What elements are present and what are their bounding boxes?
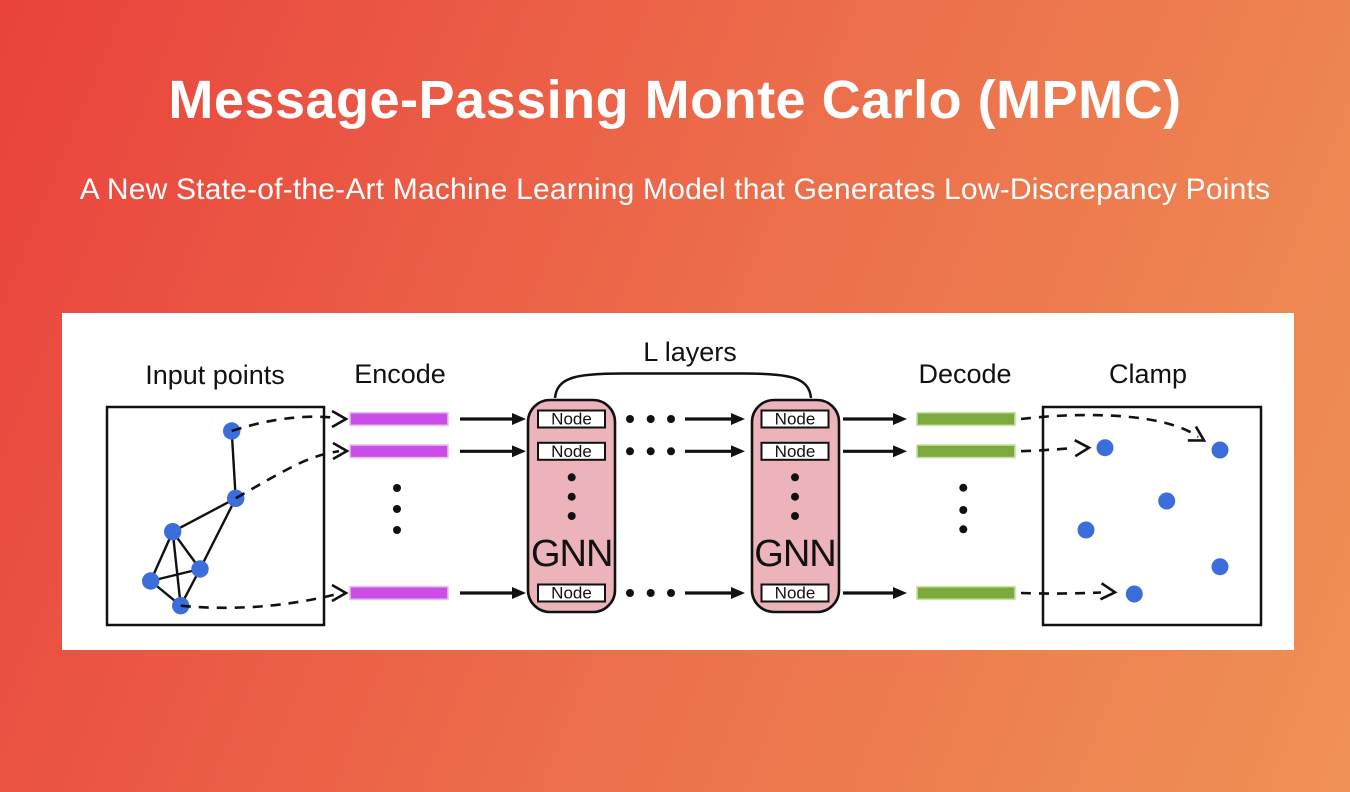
arrowhead-chevron: [1187, 425, 1207, 442]
dashed-arrow: [180, 592, 340, 610]
dashed-arrow: [1020, 591, 1102, 595]
input-to-encode-dashed-arrows: [180, 409, 350, 610]
ellipsis-dot: [959, 483, 968, 492]
dashed-arrow: [231, 415, 339, 433]
graph-point: [191, 560, 209, 578]
label-input-points: Input points: [145, 360, 285, 390]
ellipsis-dot: [959, 506, 968, 514]
gnn-to-decode-arrows: [843, 413, 907, 599]
ellipsis-dot: [393, 484, 401, 492]
gnn-label: GNN: [531, 533, 612, 575]
graph-edge: [171, 531, 182, 606]
label-clamp: Clamp: [1109, 359, 1187, 389]
ellipsis-dot: [646, 589, 655, 597]
ellipsis-dot: [567, 473, 576, 482]
gnn-box: [526, 398, 617, 614]
node-box: [537, 409, 606, 429]
graph-edge: [198, 497, 237, 570]
decode-to-clamp-dashed-arrows: [1020, 413, 1207, 601]
label-l-layers: L layers: [643, 337, 737, 367]
arrowhead-chevron: [331, 409, 349, 429]
graph-point: [164, 523, 182, 541]
ellipsis-dot: [626, 589, 634, 597]
encode-bar: [349, 585, 449, 601]
l-layers-brace: [553, 372, 813, 399]
encode-to-gnn-arrows: [460, 413, 526, 599]
clamp-points: [1077, 439, 1229, 603]
ellipsis-dot: [393, 526, 401, 534]
node-box: [537, 441, 606, 461]
mpmc-flow-diagram: Input points Encode L layers Decode Clam…: [105, 337, 1263, 627]
ellipsis-dot: [393, 505, 401, 513]
node-label: Node: [551, 584, 592, 603]
gnn-box: [750, 398, 841, 614]
page-subtitle: A New State-of-the-Art Machine Learning …: [79, 172, 1271, 206]
ellipsis-dot: [646, 415, 655, 423]
clamp-point: [1211, 441, 1229, 459]
decode-bar: [916, 444, 1016, 459]
page-title: Message-Passing Monte Carlo (MPMC): [168, 70, 1182, 130]
encode-bar: [349, 444, 449, 459]
arrowhead-chevron: [1074, 439, 1092, 458]
graph-point: [142, 572, 160, 590]
input-graph-edges: [149, 430, 237, 607]
ellipsis-dot: [626, 415, 634, 423]
label-encode: Encode: [354, 359, 446, 389]
clamp-point: [1125, 585, 1143, 603]
node-label: Node: [551, 442, 592, 461]
node-label: Node: [775, 584, 816, 603]
dashed-arrow: [1020, 446, 1076, 453]
column-labels: Input points Encode L layers Decode Clam…: [145, 337, 1187, 390]
gnn-block-1: Node Node Node GNN: [526, 398, 617, 614]
clamp-box: [1041, 405, 1263, 627]
clamp-point: [1077, 521, 1095, 539]
graph-edge: [230, 430, 237, 499]
ellipsis-dot: [667, 447, 675, 456]
graph-edge: [172, 497, 237, 533]
ellipsis-dot: [959, 525, 968, 534]
clamp-point: [1211, 558, 1229, 576]
decode-bar: [916, 585, 1016, 601]
node-label: Node: [775, 410, 816, 429]
dashed-arrow: [235, 449, 340, 500]
ellipsis-dot: [791, 512, 799, 520]
ellipsis-dot: [667, 415, 675, 423]
clamp-point: [1096, 439, 1114, 457]
graph-edge: [149, 531, 174, 582]
input-graph-points: [142, 422, 245, 615]
node-label: Node: [551, 410, 592, 429]
arrowhead-chevron: [332, 441, 350, 461]
decode-bars: [916, 411, 1016, 601]
gnn-block-2: Node Node Node GNN: [750, 398, 841, 614]
node-label: Node: [775, 442, 816, 461]
gnn-middle-connections: [626, 413, 745, 599]
dashed-arrow: [1020, 413, 1199, 439]
ellipsis-dot: [646, 447, 655, 456]
encode-bars: [349, 411, 449, 601]
ellipsis-dot: [667, 589, 675, 597]
node-box: [537, 583, 606, 603]
ellipsis-dot: [567, 492, 576, 501]
node-box: [760, 409, 830, 429]
gnn-label: GNN: [754, 533, 835, 575]
ellipsis-dot: [626, 447, 634, 456]
decode-bar: [916, 411, 1016, 427]
ellipsis-dot: [791, 473, 799, 482]
ellipsis-dot: [791, 492, 799, 501]
ellipsis-dot: [567, 512, 576, 520]
arrowhead-chevron: [1099, 582, 1118, 601]
node-box: [760, 441, 830, 461]
input-points-box: [105, 405, 326, 627]
encode-bar: [349, 411, 449, 427]
diagram-panel: Input points Encode L layers Decode Clam…: [62, 313, 1294, 650]
node-box: [760, 583, 830, 603]
arrowhead-chevron: [331, 583, 349, 603]
label-decode: Decode: [918, 359, 1011, 389]
clamp-point: [1158, 492, 1176, 510]
